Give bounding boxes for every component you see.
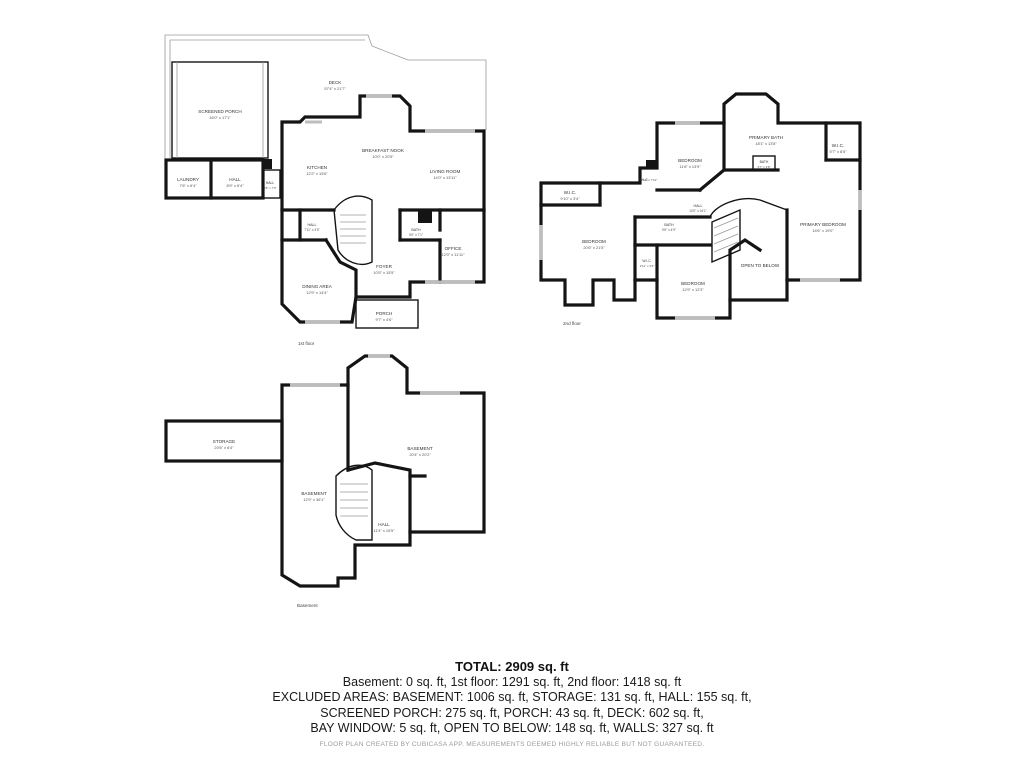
room-label: PRIMARY BATH [749, 135, 783, 140]
first-floor-plan: DECK 57'4" x 21'7" SCREENED PORCH 16'0" … [164, 34, 487, 346]
room-dims: 10'0" x 16'1" [689, 209, 706, 213]
room-label: HALL [378, 522, 390, 527]
area-summary: TOTAL: 2909 sq. ft Basement: 0 sq. ft, 1… [0, 658, 1024, 748]
screened-porch-outline [171, 61, 269, 159]
room-dims: 57'4" x 21'7" [324, 86, 346, 91]
room-label: BEDROOM [582, 239, 606, 244]
room-dims: 12'0" x 11'11" [442, 252, 466, 257]
excluded-area-line: EXCLUDED AREAS: BASEMENT: 1006 sq. ft, S… [272, 690, 752, 705]
room-dims: 10'0" x 20'5" [372, 154, 394, 159]
room-label: BATH [411, 228, 421, 232]
credit-note: FLOOR PLAN CREATED BY CUBICASA APP. MEAS… [319, 740, 705, 748]
room-label: W.I.C. [639, 178, 648, 182]
floor-label: Basement [297, 603, 318, 608]
excluded-area-line: SCREENED PORCH: 275 sq. ft, PORCH: 43 sq… [320, 705, 704, 720]
room-label: BEDROOM [681, 281, 705, 286]
room-label: HALL [694, 204, 703, 208]
room-dims: 7'6" x 6'4" [179, 183, 197, 188]
room-dims: 18'1" x 13'8" [755, 141, 777, 146]
basement-plan: STORAGE 20'6" x 6'4" BASEMENT 20'4" x 20… [164, 354, 486, 608]
room-label: DINING AREA [302, 284, 333, 289]
floor-area-line: Basement: 0 sq. ft, 1st floor: 1291 sq. … [342, 675, 682, 689]
room-dims: 12'9" x 14'4" [306, 290, 328, 295]
room-dims: 4'7" x 3'8" [757, 165, 770, 169]
room-dims: 2'10" x 7'10" [641, 178, 657, 182]
floor-label: 2nd floor [563, 321, 581, 326]
room-dims: 14'6" x 19'0" [812, 228, 834, 233]
room-label: DECK [329, 80, 343, 85]
room-label: KITCHEN [307, 165, 327, 170]
room-label: LAUNDRY [177, 177, 199, 182]
room-dims: 12'9" x 12'3" [682, 287, 704, 292]
room-label: FOYER [376, 264, 393, 269]
front-porch-outline [355, 299, 419, 329]
room-label: W.I.C. [832, 143, 845, 148]
room-label: OPEN TO BELOW [741, 263, 780, 268]
room-label: W.I.C. [564, 190, 577, 195]
room-dims: 9'6" x 4'9" [662, 228, 676, 232]
room-dims: 5'0" x 7'1" [409, 233, 423, 237]
room-label: LIVING ROOM [430, 169, 461, 174]
room-dims: 9'7" x 4'6" [375, 317, 393, 322]
floor-label: 1st floor [298, 341, 315, 346]
room-dims: 5'7" x 8'5" [829, 149, 847, 154]
room-dims: 20'6" x 21'5" [583, 245, 605, 250]
room-dims: 11'8" x 13'9" [679, 164, 701, 169]
room-dims: 12'9" x 36'1" [303, 497, 325, 502]
room-dims: 14'0" x 13'11" [433, 175, 457, 180]
excluded-area-line: BAY WINDOW: 5 sq. ft, OPEN TO BELOW: 148… [310, 721, 714, 736]
room-label: BASEMENT [301, 491, 326, 496]
basement-walls [280, 354, 486, 588]
room-label: BATH [760, 160, 769, 164]
room-dims: 2'11" x 3'3" [640, 264, 655, 268]
room-dims: 11'4" x 15'5" [373, 528, 395, 533]
room-dims: 3'8" x 7'0" [263, 186, 276, 190]
room-label: BEDROOM [678, 158, 702, 163]
room-dims: 20'6" x 6'4" [214, 445, 234, 450]
room-label: STORAGE [213, 439, 235, 444]
room-dims: 10'5" x 15'5" [373, 270, 395, 275]
total-area: TOTAL: 2909 sq. ft [455, 659, 569, 674]
room-label: BREAKFAST NOOK [362, 148, 405, 153]
room-dims: 9'10" x 3'4" [560, 196, 580, 201]
room-label: OFFICE [445, 246, 462, 251]
room-dims: 20'4" x 20'2" [409, 452, 431, 457]
room-label: BATH [664, 223, 674, 227]
room-label: PORCH [376, 311, 393, 316]
room-label: PRIMARY BEDROOM [800, 222, 846, 227]
room-label: BASEMENT [407, 446, 432, 451]
room-label: HALL [266, 181, 275, 185]
room-label: SCREENED PORCH [198, 109, 241, 114]
room-label: HALL [229, 177, 241, 182]
room-dims: 16'0" x 17'1" [209, 115, 231, 120]
room-dims: 12'2" x 15'6" [306, 171, 328, 176]
room-label: HALL [308, 223, 317, 227]
room-dims: 7'11" x 3'5" [304, 228, 319, 232]
second-floor-plan: BEDROOM 11'8" x 13'9" PRIMARY BATH 18'1"… [539, 92, 862, 326]
deck-outline [164, 34, 487, 158]
room-dims: 8'9" x 6'4" [226, 183, 244, 188]
room-label: W.I.C. [642, 259, 651, 263]
first-floor-walls [280, 94, 486, 324]
